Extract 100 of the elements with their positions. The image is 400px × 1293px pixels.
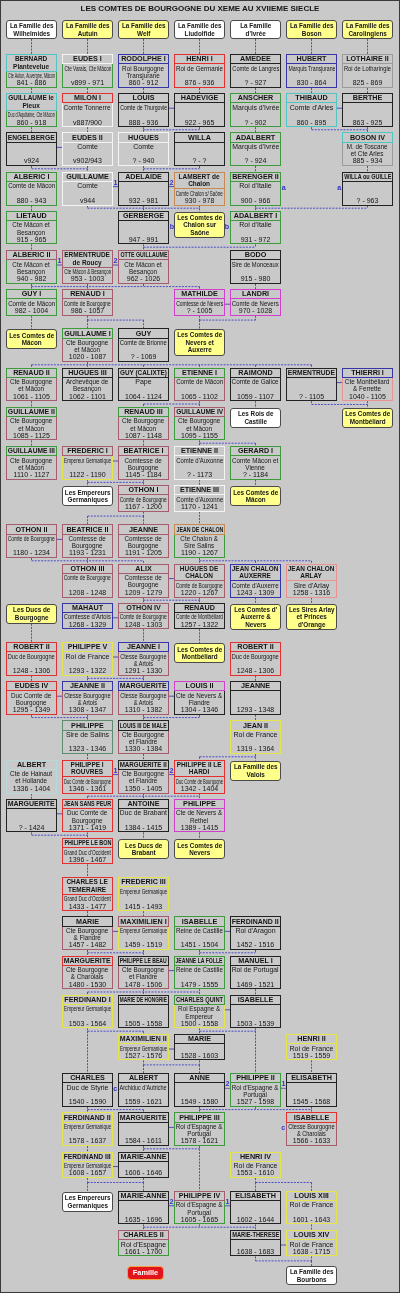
dashed-line: [143, 38, 144, 55]
person-box: [118, 877, 169, 912]
dashed-line: [367, 38, 368, 55]
dashed-line: [143, 243, 256, 251]
dashed-line: [311, 38, 312, 55]
person-box: [342, 93, 393, 128]
dashed-line: [143, 628, 144, 643]
dashed-line: [255, 400, 256, 409]
person-box: [118, 406, 169, 441]
person-box: [230, 250, 281, 284]
family-box: [6, 603, 57, 624]
dashed-line: [255, 714, 256, 721]
dashed-line: [143, 400, 200, 408]
dashed-line: [143, 126, 200, 133]
connector-line: [112, 656, 119, 658]
dashed-line: [255, 675, 256, 682]
person-box: [174, 1034, 225, 1061]
person-box: [342, 367, 393, 402]
dashed-line: [255, 87, 256, 94]
person-box: [286, 563, 337, 598]
connector-line: [56, 813, 63, 815]
person-box: [174, 54, 225, 88]
person-box: [286, 54, 337, 88]
person-box: [62, 93, 113, 128]
dashed-line: [255, 988, 256, 996]
person-box: [174, 759, 225, 794]
connector-line: [112, 774, 119, 776]
dashed-line: [31, 361, 312, 369]
person-box: [62, 328, 113, 362]
dashed-line: [87, 675, 144, 682]
person-box: [6, 289, 57, 316]
dashed-line: [31, 557, 144, 565]
dashed-line: [143, 165, 200, 173]
connector-line: [56, 538, 63, 540]
connector-line: [168, 970, 175, 972]
dashed-line: [31, 400, 32, 408]
person-box: [230, 54, 281, 88]
person-box: [118, 250, 169, 284]
connector-line: [112, 617, 119, 619]
person-box: [118, 171, 169, 206]
connector-line: [112, 264, 119, 266]
person-box: [286, 1230, 337, 1257]
person-box: [62, 132, 113, 166]
person-box: [6, 210, 57, 245]
person-box: [174, 798, 225, 833]
person-box: [118, 563, 169, 598]
connector-line: [56, 695, 63, 697]
dashed-line: [199, 38, 200, 55]
dashed-line: [143, 1223, 256, 1231]
person-box: [118, 54, 169, 88]
person-box: [230, 1073, 281, 1107]
person-box: [286, 1112, 337, 1146]
dashed-line: [255, 283, 256, 290]
person-box: [118, 485, 169, 512]
person-box: [6, 367, 57, 402]
person-box: [230, 93, 281, 128]
dashed-line: [31, 126, 32, 133]
person-box: [118, 994, 169, 1029]
dashed-line: [143, 597, 200, 604]
dashed-line: [87, 1106, 144, 1113]
person-box: [174, 446, 225, 480]
dashed-line: [87, 38, 88, 55]
dashed-line: [199, 511, 200, 525]
dashed-line: [199, 439, 256, 447]
person-box: [174, 955, 225, 990]
person-box: [230, 563, 281, 598]
pill-badge: [127, 1266, 164, 1280]
family-box: [230, 20, 281, 39]
person-box: [342, 171, 393, 206]
person-box: [230, 132, 281, 166]
person-box: [62, 642, 113, 676]
dashed-line: [31, 87, 32, 94]
dashed-line: [143, 1059, 200, 1074]
person-box: [342, 54, 393, 88]
dashed-line: [87, 793, 200, 800]
person-box: [118, 602, 169, 630]
person-box: [62, 955, 113, 990]
person-box: [62, 720, 113, 754]
connector-line: [112, 186, 119, 188]
family-box: [118, 839, 169, 859]
dashed-line: [143, 87, 144, 94]
person-box: [118, 328, 169, 362]
person-box: [174, 132, 225, 166]
dashed-line: [87, 205, 200, 213]
person-box: [6, 132, 57, 166]
connector-line: [168, 1126, 175, 1128]
person-box: [6, 54, 57, 88]
connector-line: [224, 1205, 231, 1207]
dashed-line: [87, 1145, 88, 1153]
dashed-line: [87, 949, 144, 957]
person-box: [230, 916, 281, 950]
person-box: [174, 994, 225, 1029]
person-box: [118, 1151, 169, 1178]
connector-line: [168, 774, 175, 776]
connector-line: [336, 107, 343, 109]
person-box: [62, 367, 113, 402]
person-box: [62, 681, 113, 715]
dashed-line: [143, 753, 144, 761]
dashed-line: [31, 283, 200, 290]
dashed-line: [367, 165, 368, 173]
